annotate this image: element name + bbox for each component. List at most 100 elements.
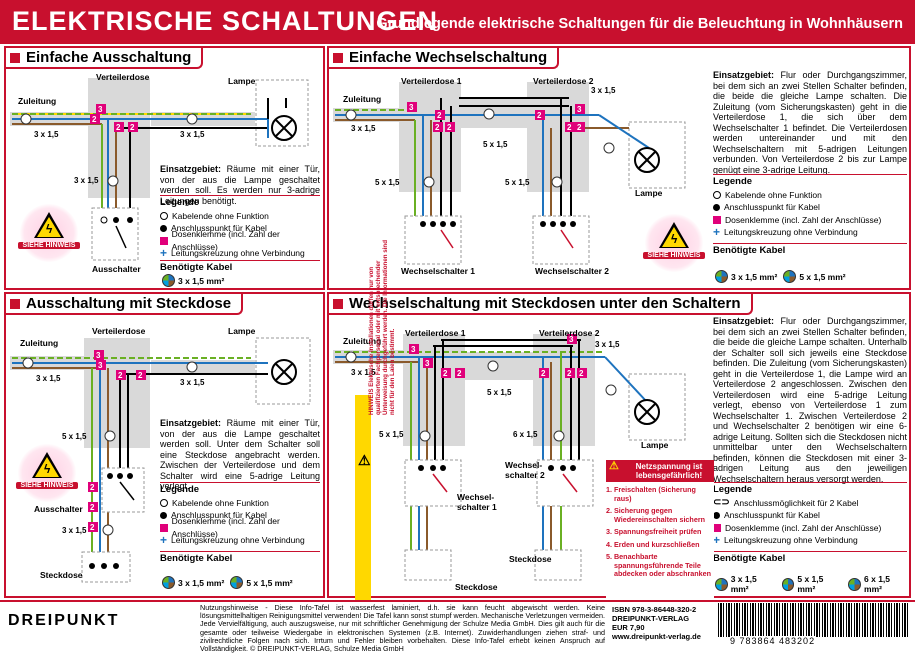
label-cable-2: 3 x 1,5 [180,130,205,139]
safety-rule: 5. Benachbarte spannungsführende Teile a… [606,552,712,578]
label-ausschalter: Ausschalter [34,504,83,514]
svg-text:3: 3 [569,335,574,344]
label-zuleitung: Zuleitung [20,338,59,348]
circuit-diagram: 3 2 2 2 [10,78,309,261]
legend: Legende ⊂⊃Anschlussmöglichkeit für 2 Kab… [713,482,907,565]
label-verteilerdose-2: Verteilerdose 2 [539,328,600,338]
label-zuleitung: Zuleitung [343,94,382,104]
legend-item: +Leitungskreuzung ohne Verbindung [160,246,305,261]
cross-icon: + [713,533,721,548]
svg-text:2: 2 [443,369,448,378]
label-steckdose-2: Steckdose [509,554,552,564]
filled-dot-icon [713,203,720,211]
svg-text:3: 3 [98,361,103,370]
safety-rule: 4. Erden und kurzschließen [606,539,700,549]
safety-rule: 3. Spannungsfreiheit prüfen [606,527,702,536]
svg-text:2: 2 [541,369,546,378]
pink-square-icon [160,236,168,245]
cable-5-icon [230,576,244,589]
einsatzgebiet-text: Einsatzgebiet: Flur oder Durchgangszimme… [713,70,907,175]
label-cable-5: 3 x 1,5 [595,340,620,349]
cable-list: 3 x 1,5 mm² 5 x 1,5 mm² [715,270,846,283]
legend-item: +Leitungskreuzung ohne Verbindung [713,225,858,240]
cross-icon: + [713,225,721,240]
cable-3-icon [162,576,175,589]
warning-badge: ϟ SIEHE HINWEIS [18,204,80,262]
label-verteilerdose-1: Verteilerdose 1 [401,76,462,86]
warning-badge: ϟ SIEHE HINWEIS [16,444,78,502]
cable-3-icon [715,577,728,591]
netzspannung-heading: ⚠ Netzspannung ist lebensgefährlich! [606,460,714,482]
label-verteilerdose-1: Verteilerdose 1 [405,328,466,338]
label-lampe: Lampe [228,76,256,86]
legend-item: ⊂⊃Anschlussmöglichkeit für 2 Kabel [713,496,859,508]
svg-text:2: 2 [577,123,582,132]
label-cable-5: 3 x 1,5 [591,86,616,95]
circuit-diagram: 3 3 2 2 2 2 2 [10,337,311,583]
svg-text:3: 3 [425,359,430,368]
panel-title: Ausschaltung mit Steckdose [6,294,244,315]
legend-item: Kabelende ohne Funktion [713,189,907,202]
svg-text:2: 2 [90,483,95,492]
label-cable-2: 5 x 1,5 [483,140,508,149]
svg-text:3: 3 [411,345,416,354]
netzspannung-box: ⚠ Netzspannung ist lebensgefährlich! 1. … [606,460,714,600]
einsatzgebiet-text: Einsatzgebiet: Räume mit einer Tür, von … [160,418,320,491]
label-cable-4: 6 x 1,5 [513,430,538,439]
legend: Legende Kabelende ohne Funktion Anschlus… [160,195,320,274]
legend-heading: Legende [713,174,907,189]
open-circle-icon [160,498,168,507]
cable-5-icon [781,577,795,591]
cross-icon: + [160,246,168,261]
cable-3-icon [715,270,728,283]
svg-text:3: 3 [577,105,582,114]
legend-item: Kabelende ohne Funktion [160,497,320,510]
legend-item: +Leitungskreuzung ohne Verbindung [713,533,858,548]
circuit-diagram: 3 2 2 2 2 3 2 2 [333,82,686,265]
filled-dot-icon [160,511,167,519]
label-cable-1: 3 x 1,5 [351,124,376,133]
legend-item: Dosenklemme (incl. Zahl der Anschlüsse) [160,229,320,252]
open-circle-icon [713,190,721,199]
hinweis-column: HINWEIS Elektrische Installationen dürfe… [355,240,396,600]
panel-title: Einfache Wechselschaltung [329,48,560,69]
label-cable-2: 5 x 1,5 [487,388,512,397]
panel-ausschaltung-mit-steckdose: Ausschaltung mit Steckdose 3 3 2 2 2 2 2 [4,292,325,598]
svg-text:2: 2 [92,115,97,124]
safety-rule: 1. Freischalten (Sicherung raus) [606,485,696,503]
cable-5-icon [783,270,797,283]
kabel-heading: Benötigte Kabel [713,242,907,258]
siehe-hinweis-label: SIEHE HINWEIS [18,242,80,249]
label-lampe: Lampe [641,440,669,450]
panel-title: Einfache Ausschaltung [6,48,204,69]
circuit-diagram: 3 3 2 2 3 2 2 2 [333,334,686,581]
legend-heading: Legende [713,482,907,497]
svg-text:3: 3 [96,351,101,360]
svg-text:2: 2 [90,503,95,512]
cable-6-icon [848,577,862,591]
lightning-icon: ϟ [46,222,53,236]
svg-text:3: 3 [409,103,414,112]
svg-text:2: 2 [437,111,442,120]
label-ausschalter: Ausschalter [92,264,141,274]
label-lampe: Lampe [635,188,663,198]
open-circle-icon [160,211,168,220]
lightning-icon: ϟ [44,462,51,476]
cable-3-icon [162,274,175,287]
warning-badge: ϟ SIEHE HINWEIS [643,214,705,272]
label-wechselschalter-1: Wechselschalter 1 [401,266,476,276]
einsatzgebiet-text: Einsatzgebiet: Räume mit einer Tür, von … [160,164,320,206]
hinweis-text: HINWEIS Elektrische Installationen dürfe… [368,240,396,415]
legend-item: Dosenklemme (incl. Zahl der Anschlüsse) [160,516,320,539]
pink-square-icon [160,523,168,532]
barcode-icon [718,603,908,637]
label-steckdose: Steckdose [40,570,83,580]
kabel-heading: Benötigte Kabel [160,259,320,275]
svg-text:2: 2 [537,111,542,120]
label-verteilerdose-2: Verteilerdose 2 [533,76,594,86]
pink-square-icon [713,523,721,532]
publisher-logo: DREIPUNKT [8,612,120,629]
legend-item: Anschlusspunkt für Kabel [160,509,320,522]
legend-heading: Legende [160,195,320,210]
page-subtitle: Grundlegende elektrische Schaltungen für… [376,16,903,32]
